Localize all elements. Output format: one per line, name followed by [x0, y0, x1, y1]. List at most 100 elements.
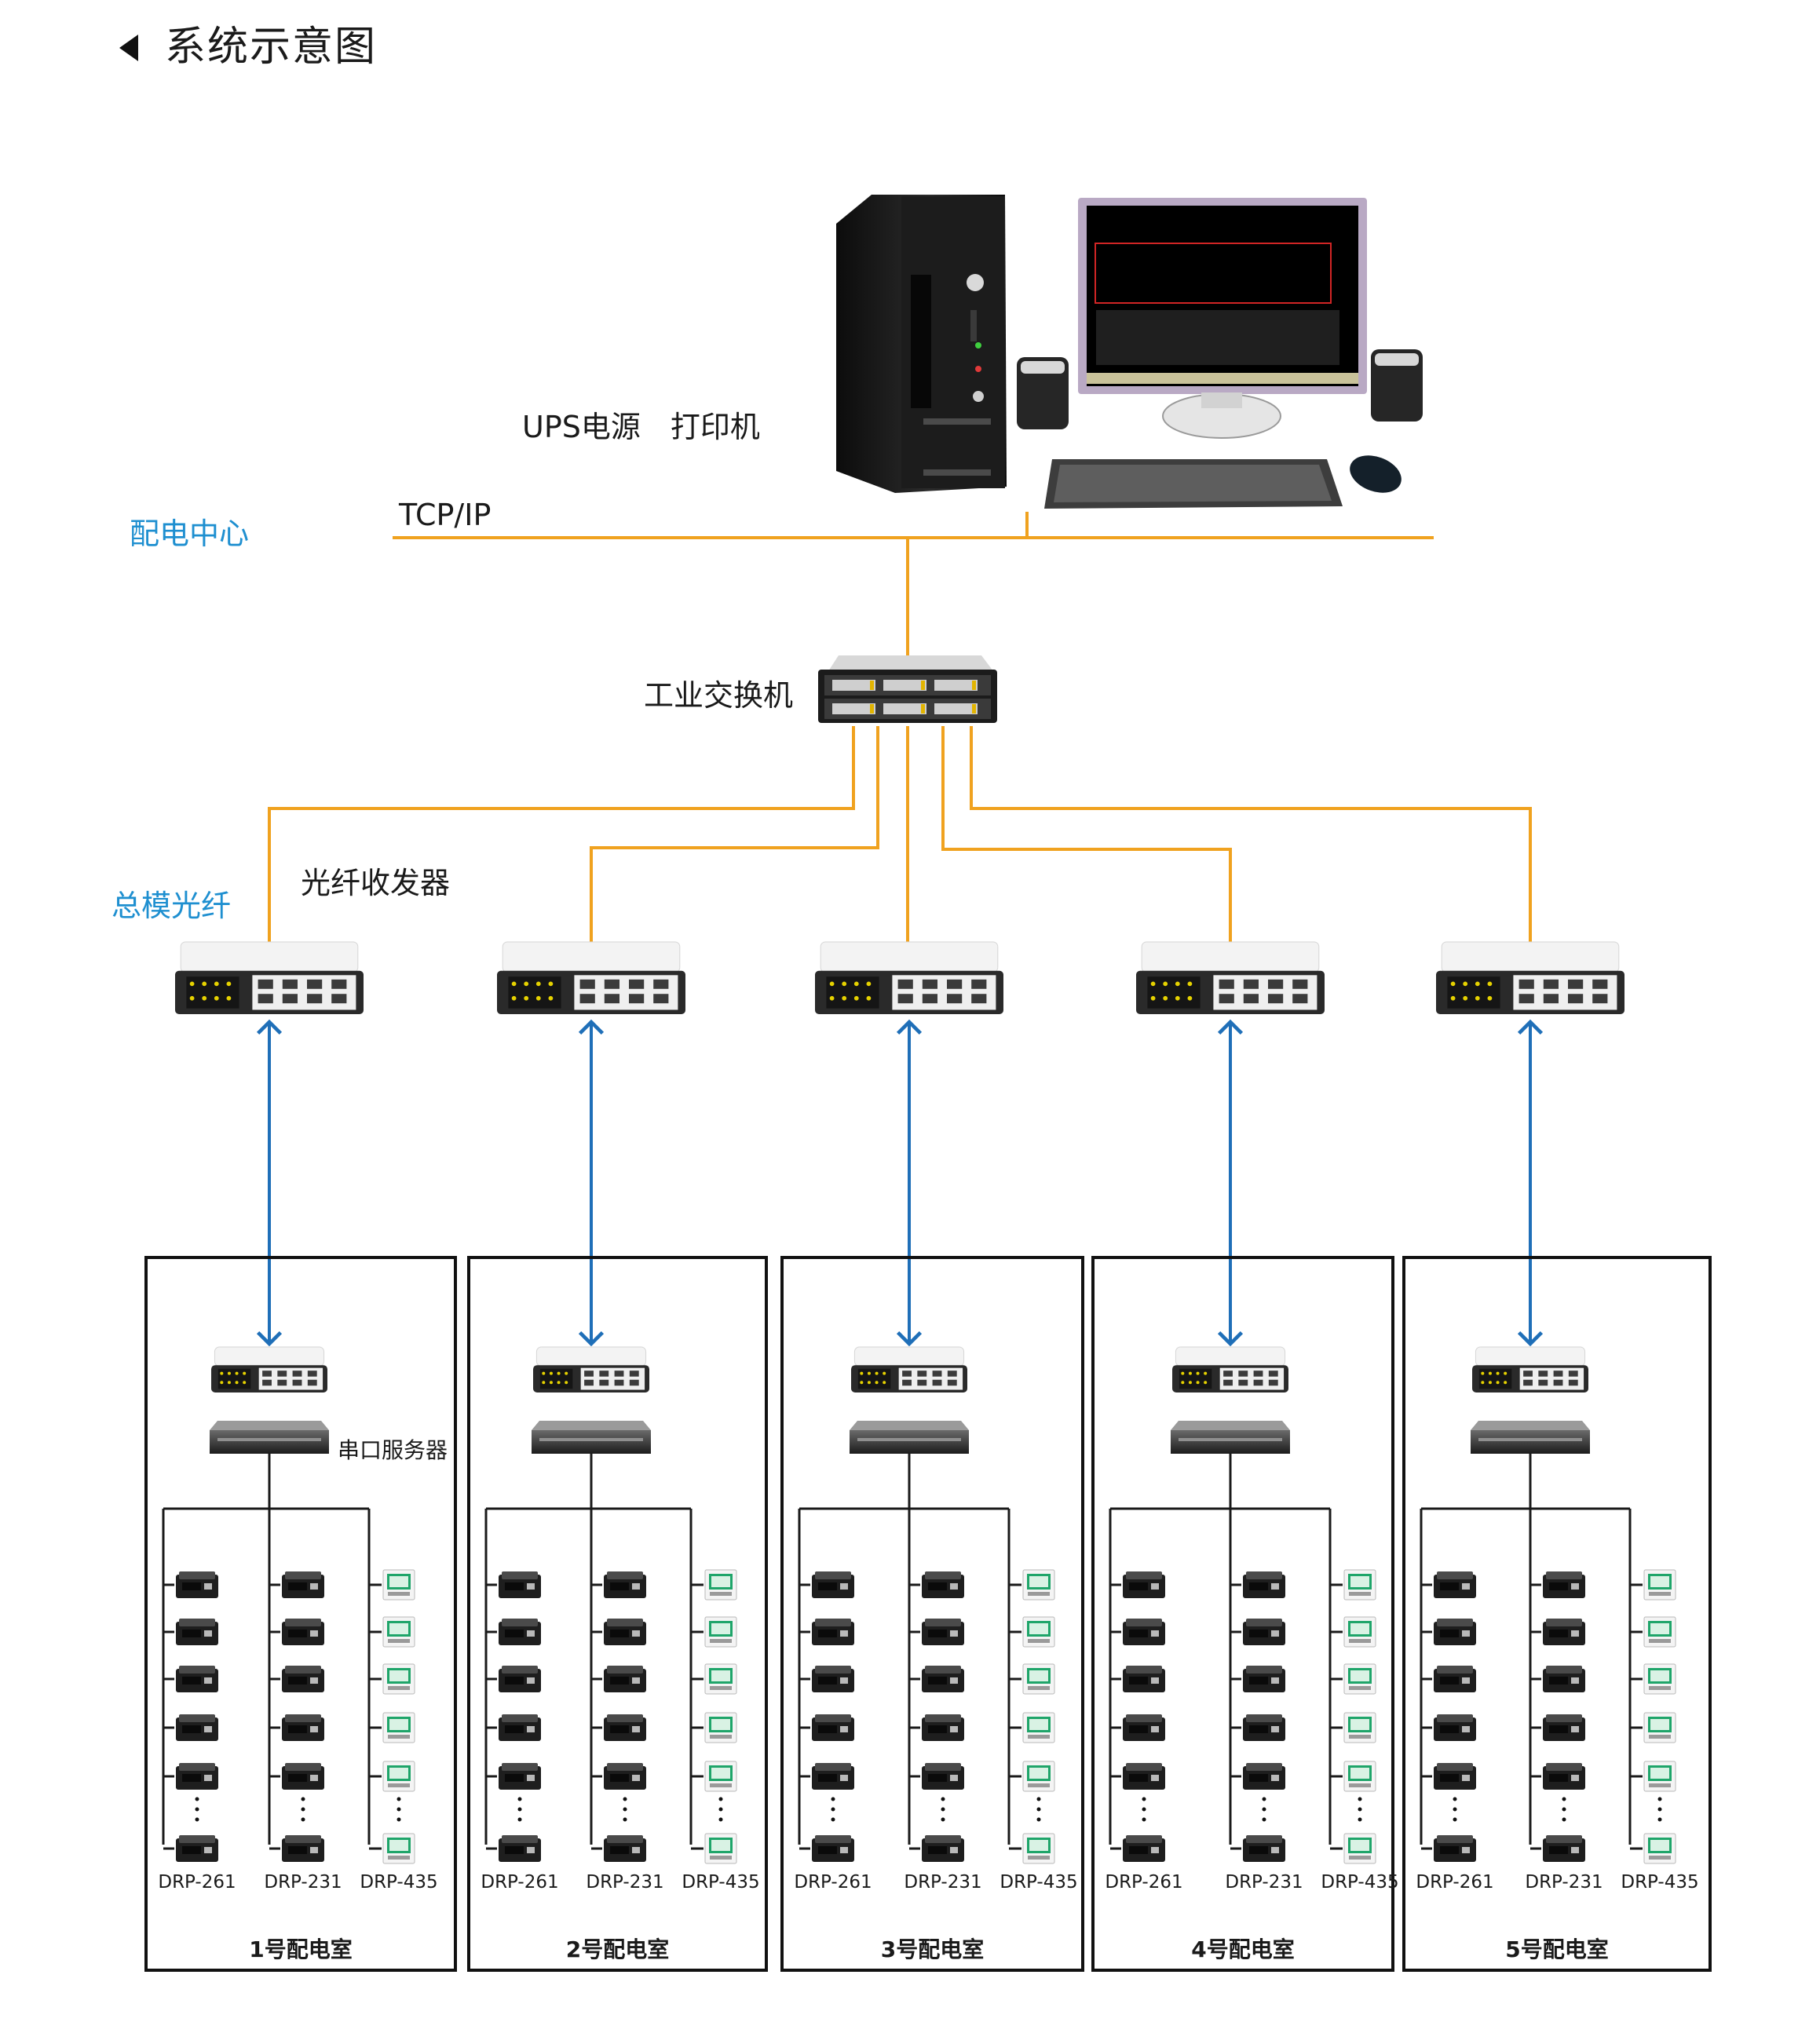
serial-server-label: 串口服务器: [338, 1437, 448, 1463]
ellipsis-dot: [1036, 1797, 1041, 1801]
drp-261-meter-icon: [176, 1666, 218, 1692]
serial-server-icon: [1471, 1421, 1590, 1454]
drp-435-meter-icon: [382, 1761, 415, 1792]
drp-261-meter-icon: [499, 1714, 541, 1741]
drp-435-meter-icon: [1343, 1712, 1376, 1743]
keyboard-icon: [1044, 459, 1343, 509]
tcpip-label: TCP/IP: [399, 498, 492, 532]
room-transceiver-icon: [1472, 1346, 1588, 1392]
drp-435-meter-icon: [1643, 1833, 1676, 1864]
rs485-bus-lines: [484, 1454, 693, 1845]
drp-231-meter-icon: [1543, 1619, 1585, 1645]
ellipsis-dot: [397, 1797, 401, 1801]
drp-435-meter-icon: [1643, 1616, 1676, 1648]
drp-231-meter-icon: [282, 1835, 324, 1862]
drp-231-meter-icon: [922, 1835, 964, 1862]
ellipsis-dot: [397, 1807, 401, 1812]
ellipsis-dot: [1262, 1797, 1266, 1801]
title-marker-icon: [119, 35, 138, 61]
ellipsis-dot: [1036, 1807, 1041, 1812]
drp-231-meter-icon: [282, 1666, 324, 1692]
drp-435-meter-icon: [1643, 1712, 1676, 1743]
ellipsis-dot: [941, 1817, 945, 1822]
ellipsis-dot: [1358, 1807, 1362, 1812]
device-model-label: DRP-261: [1105, 1872, 1183, 1893]
ellipsis-dot: [623, 1817, 627, 1822]
device-model-label: DRP-231: [1525, 1872, 1603, 1893]
drp-261-meter-icon: [176, 1763, 218, 1790]
device-model-label: DRP-261: [794, 1872, 872, 1893]
ellipsis-dot: [1036, 1817, 1041, 1822]
ellipsis-dot: [831, 1817, 835, 1822]
power-center-label: 配电中心: [130, 516, 250, 551]
ellipsis-dot: [1262, 1807, 1266, 1812]
drp-435-meter-icon: [1343, 1761, 1376, 1792]
drp-435-meter-icon: [382, 1712, 415, 1743]
drp-231-meter-icon: [282, 1571, 324, 1598]
ellipsis-dot: [718, 1797, 723, 1801]
drp-231-meter-icon: [604, 1714, 646, 1741]
drp-231-meter-icon: [1243, 1714, 1285, 1741]
drp-261-meter-icon: [1123, 1763, 1165, 1790]
ellipsis-dot: [831, 1807, 835, 1812]
drp-261-meter-icon: [1434, 1571, 1476, 1598]
ellipsis-dot: [1562, 1807, 1566, 1812]
ellipsis-dot: [517, 1807, 522, 1812]
ellipsis-dot: [1142, 1817, 1146, 1822]
device-model-label: DRP-231: [264, 1872, 342, 1893]
drp-435-meter-icon: [704, 1616, 737, 1648]
drp-231-meter-icon: [922, 1666, 964, 1692]
serial-server-icon: [210, 1421, 329, 1454]
distribution-room-name: 1号配电室: [249, 1936, 353, 1962]
drp-231-meter-icon: [604, 1571, 646, 1598]
drp-261-meter-icon: [812, 1835, 854, 1862]
drp-435-meter-icon: [704, 1712, 737, 1743]
drp-261-meter-icon: [1434, 1619, 1476, 1645]
ellipsis-dot: [517, 1797, 522, 1801]
transceiver-label: 光纤收发器: [301, 866, 451, 900]
device-model-label: DRP-261: [1416, 1872, 1494, 1893]
drp-231-meter-icon: [922, 1714, 964, 1741]
fiber-transceiver-icon: [815, 941, 1003, 1014]
industrial-switch-icon: [818, 655, 997, 723]
drp-261-meter-icon: [499, 1835, 541, 1862]
drp-231-meter-icon: [1543, 1714, 1585, 1741]
drp-231-meter-icon: [1543, 1666, 1585, 1692]
drp-261-meter-icon: [499, 1571, 541, 1598]
room-transceiver-icon: [211, 1346, 327, 1392]
distribution-room-name: 5号配电室: [1505, 1936, 1609, 1962]
drp-231-meter-icon: [282, 1763, 324, 1790]
drp-261-meter-icon: [499, 1619, 541, 1645]
rs485-bus-lines: [798, 1454, 1011, 1845]
device-model-label: DRP-261: [158, 1872, 236, 1893]
drp-231-meter-icon: [1543, 1571, 1585, 1598]
distribution-room-name: 2号配电室: [565, 1936, 670, 1962]
ellipsis-dot: [1657, 1817, 1662, 1822]
drp-231-meter-icon: [1243, 1763, 1285, 1790]
fiber-transceiver-icon: [1436, 941, 1624, 1014]
room-transceiver-icon: [533, 1346, 649, 1392]
ellipsis-dot: [718, 1817, 723, 1822]
drp-261-meter-icon: [1434, 1835, 1476, 1862]
network-lines: [268, 512, 1532, 946]
computer-tower-icon: [836, 195, 1007, 493]
mouse-icon: [1350, 455, 1402, 493]
drp-261-meter-icon: [1434, 1666, 1476, 1692]
drp-435-meter-icon: [1643, 1569, 1676, 1601]
drp-261-meter-icon: [499, 1763, 541, 1790]
serial-server-icon: [1171, 1421, 1290, 1454]
drp-435-meter-icon: [704, 1663, 737, 1695]
drp-261-meter-icon: [812, 1666, 854, 1692]
drp-261-meter-icon: [1123, 1619, 1165, 1645]
drp-261-meter-icon: [812, 1714, 854, 1741]
rs485-bus-lines: [1109, 1454, 1332, 1845]
drp-231-meter-icon: [1243, 1571, 1285, 1598]
drp-435-meter-icon: [1022, 1663, 1055, 1695]
drp-435-meter-icon: [382, 1569, 415, 1601]
ellipsis-dot: [301, 1807, 305, 1812]
distribution-room-box: [467, 1256, 768, 1972]
device-model-label: DRP-435: [360, 1872, 438, 1893]
drp-261-meter-icon: [176, 1835, 218, 1862]
drp-261-meter-icon: [1434, 1714, 1476, 1741]
